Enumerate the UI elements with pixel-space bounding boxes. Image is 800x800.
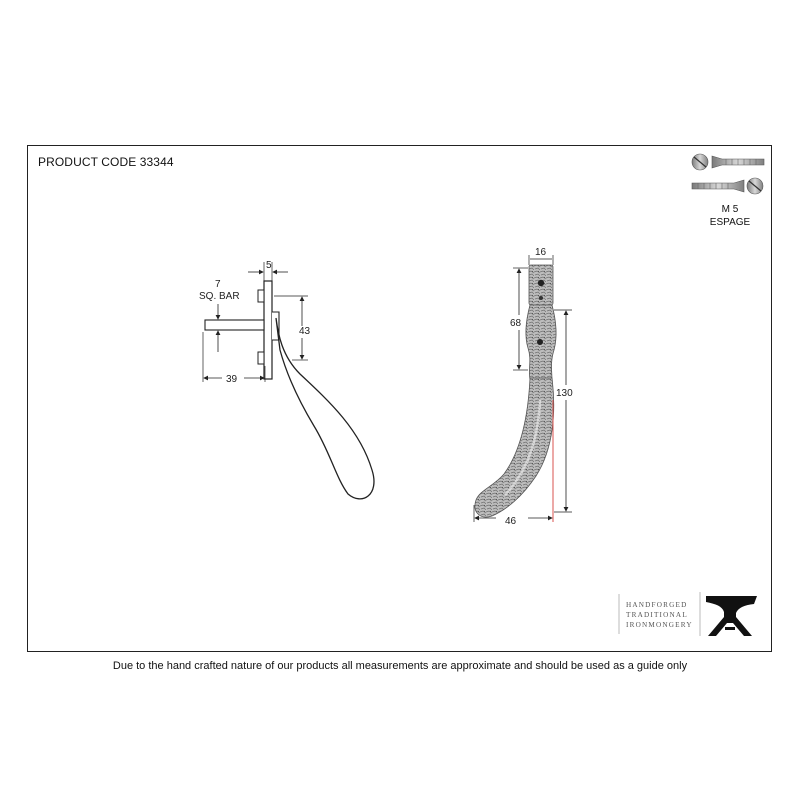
dim-bar-type: SQ. BAR bbox=[199, 291, 240, 302]
side-handle-profile bbox=[275, 317, 375, 500]
side-view: 5 7 SQ. BAR 43 39 bbox=[199, 260, 375, 500]
dim-bar-size: 7 bbox=[215, 279, 221, 290]
dim-plate-thickness: 5 bbox=[266, 260, 272, 271]
screw-size: M 5 bbox=[721, 204, 739, 215]
screw-type: ESPAGE bbox=[709, 217, 751, 228]
screw-hole-bottom bbox=[537, 339, 543, 345]
front-lever bbox=[474, 377, 555, 518]
dim-body-height: 68 bbox=[510, 318, 522, 329]
drawing-frame bbox=[27, 145, 772, 652]
screw-side-icon-2 bbox=[691, 179, 745, 193]
product-code: PRODUCT CODE 33344 bbox=[38, 155, 174, 169]
disclaimer: Due to the hand crafted nature of our pr… bbox=[112, 660, 688, 672]
brand-block: HANDFORGED TRADITIONAL IRONMONGERY bbox=[618, 592, 757, 636]
square-bar bbox=[204, 319, 265, 331]
dim-handle-drop: 43 bbox=[299, 326, 311, 337]
anvil-icon bbox=[706, 596, 757, 636]
side-plate-lug-bottom bbox=[257, 351, 265, 365]
side-backplate bbox=[263, 280, 273, 380]
dim-projection: 46 bbox=[505, 516, 517, 527]
brand-line-1: HANDFORGED bbox=[626, 601, 688, 609]
dim-bar-length: 39 bbox=[226, 374, 238, 385]
front-view: 16 68 130 46 bbox=[473, 247, 573, 527]
brand-line-3: IRONMONGERY bbox=[626, 621, 693, 629]
side-plate-lug-top bbox=[257, 289, 265, 303]
screw-label: M 5 ESPAGE bbox=[690, 203, 770, 229]
screw-icons bbox=[691, 153, 765, 195]
brand-line-2: TRADITIONAL bbox=[626, 611, 688, 619]
screw-hole-top bbox=[537, 279, 545, 287]
dim-total-height: 130 bbox=[556, 388, 573, 399]
dim-width-top: 16 bbox=[535, 247, 547, 258]
